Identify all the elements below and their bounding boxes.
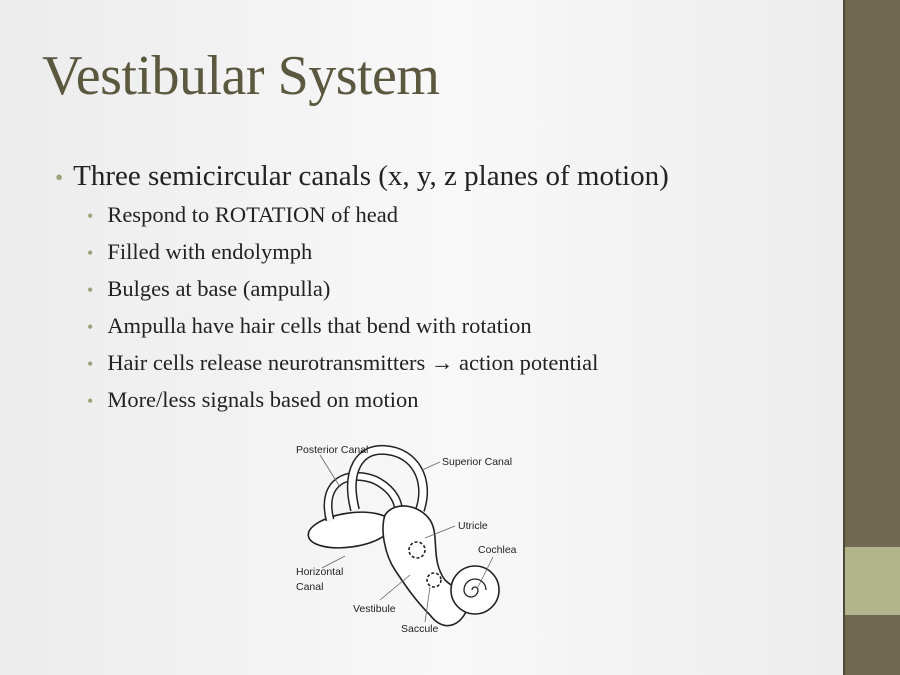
bullet-icon: •	[87, 317, 94, 337]
slide-title: Vestibular System	[42, 45, 440, 107]
bullet-text: Hair cells release neurotransmitters → a…	[107, 350, 599, 375]
sub-bullet: • More/less signals based on motion	[87, 387, 419, 413]
label-horizontal-canal: Canal	[296, 581, 324, 593]
utricle	[408, 541, 426, 559]
saccule	[426, 572, 442, 588]
bullet-text: Bulges at base (ampulla)	[107, 276, 331, 301]
bullet-icon: •	[87, 243, 94, 263]
bullet-text: Three semicircular canals (x, y, z plane…	[73, 160, 669, 192]
bullet-text: Ampulla have hair cells that bend with r…	[107, 313, 532, 338]
bullet-icon: •	[87, 206, 94, 226]
superior-canal	[348, 446, 427, 512]
bullet-text: Respond to ROTATION of head	[107, 202, 398, 227]
label-cochlea: Cochlea	[478, 544, 517, 556]
cochlea	[450, 565, 500, 615]
slide-sidebar-accent	[845, 547, 900, 615]
bullet-icon: •	[55, 165, 64, 191]
vestibule	[382, 505, 471, 627]
sub-bullet: • Filled with endolymph	[87, 239, 312, 265]
label-horizontal: Horizontal	[296, 566, 344, 578]
label-superior-canal: Superior Canal	[442, 456, 513, 468]
bullet-text: More/less signals based on motion	[107, 387, 419, 412]
label-saccule: Saccule	[401, 623, 439, 635]
bullet-text: Filled with endolymph	[107, 239, 313, 264]
label-posterior-canal: Posterior Canal	[296, 444, 369, 456]
bullet-icon: •	[87, 391, 94, 411]
bullet-icon: •	[87, 280, 94, 300]
label-utricle: Utricle	[458, 520, 488, 532]
sub-bullet: • Ampulla have hair cells that bend with …	[87, 313, 532, 339]
sub-bullet: • Bulges at base (ampulla)	[87, 276, 330, 302]
horizontal-canal	[307, 511, 393, 549]
bullet-icon: •	[87, 354, 94, 374]
sub-bullet: • Hair cells release neurotransmitters → …	[87, 350, 598, 376]
sub-bullet: • Respond to ROTATION of head	[87, 202, 398, 228]
posterior-canal	[325, 473, 402, 521]
main-bullet: • Three semicircular canals (x, y, z plan…	[55, 160, 669, 193]
label-vestibule: Vestibule	[353, 603, 396, 615]
